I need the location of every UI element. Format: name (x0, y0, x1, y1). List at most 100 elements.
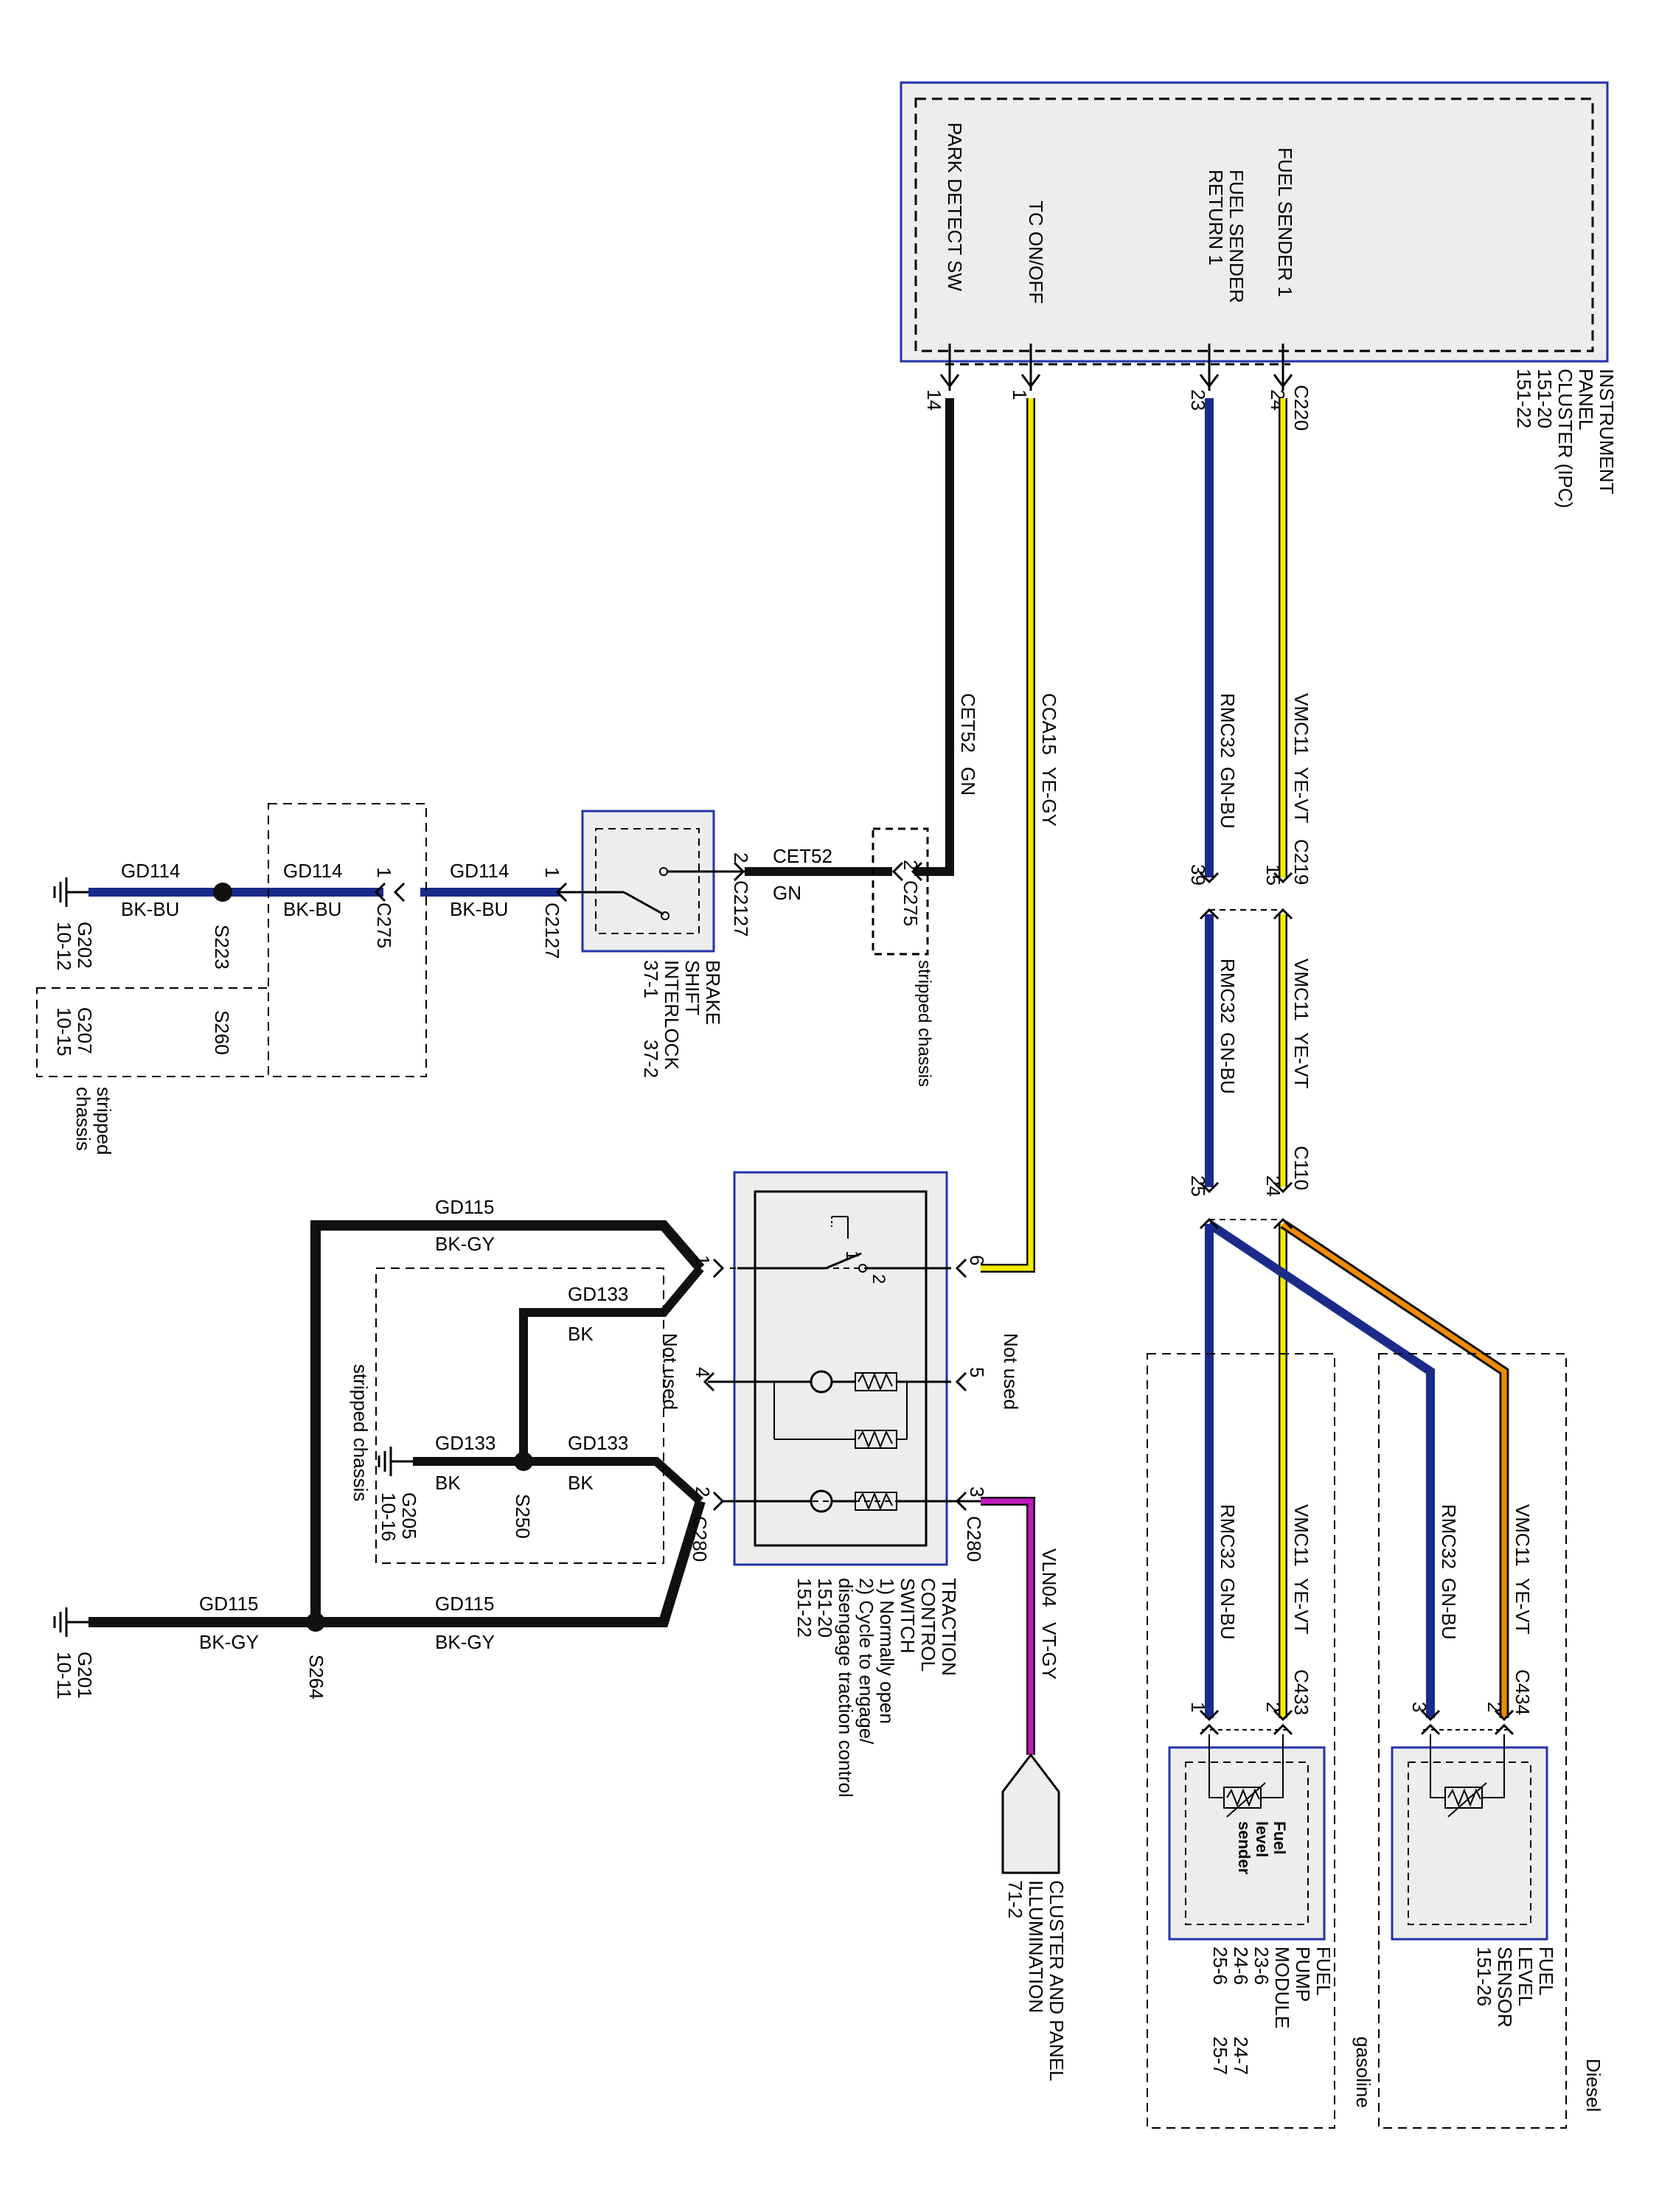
traction-control-switch: 1 2 6 5 Not used 3 (659, 1171, 1022, 1798)
svg-text:25-6: 25-6 (1209, 1947, 1231, 1985)
svg-text:1: 1 (373, 867, 395, 877)
svg-text:151-20: 151-20 (814, 1578, 836, 1638)
svg-text:TRACTION: TRACTION (938, 1578, 960, 1676)
svg-text:C434: C434 (1512, 1669, 1534, 1715)
gd115-circuit-2: GD115 (435, 1593, 494, 1615)
svg-text:YE-VT: YE-VT (1512, 1578, 1534, 1635)
wire-vln04 (981, 1497, 1035, 1755)
gd133-circuit-2: GD133 (568, 1432, 628, 1454)
svg-text:LEVEL: LEVEL (1514, 1947, 1537, 2006)
tcs-not-used-5: Not used (1000, 1333, 1022, 1410)
svg-text:10-16: 10-16 (378, 1492, 400, 1542)
svg-text:3: 3 (966, 1486, 988, 1497)
svg-text:VLN04: VLN04 (1038, 1548, 1060, 1607)
svg-text:YE-GY: YE-GY (1038, 767, 1060, 827)
ipc-pin-1: 1 (1009, 389, 1031, 400)
s260-zone (36, 987, 269, 1077)
brake-shift-interlock: 2 C2127 1 C2127 BRAKE SHIFT INTERLOCK 37… (541, 810, 752, 1078)
svg-text:151-26: 151-26 (1473, 1947, 1495, 2006)
svg-text:RMC32: RMC32 (1217, 693, 1239, 758)
c275-note: stripped chassis (914, 960, 934, 1087)
svg-text:BRAKE: BRAKE (702, 960, 724, 1025)
svg-text:C2127: C2127 (541, 902, 563, 959)
svg-text:stripped chassis: stripped chassis (349, 1364, 372, 1501)
svg-text:15: 15 (1262, 864, 1284, 886)
gd133-color-2: BK (568, 1472, 594, 1494)
gd133-color-3: BK (435, 1472, 461, 1494)
ground-g201: G201 10-11 (53, 1607, 96, 1700)
svg-text:C280: C280 (689, 1516, 711, 1562)
s223-label: S223 (211, 925, 233, 970)
svg-text:2: 2 (692, 1486, 714, 1497)
ipc-module: FUEL SENDER 1 FUEL SENDER RETURN 1 TC ON… (900, 81, 1618, 508)
svg-text:2: 2 (1484, 1702, 1506, 1712)
cet52-circuit-h: CET52 (773, 845, 832, 867)
ipc-pin-label-tc-on-off: TC ON/OFF (1025, 201, 1047, 304)
svg-text:SENSOR: SENSOR (1494, 1947, 1516, 2028)
svg-text:G207: G207 (74, 1007, 96, 1054)
svg-text:C433: C433 (1290, 1669, 1312, 1715)
s264-label: S264 (305, 1655, 327, 1700)
svg-text:chassis: chassis (72, 1087, 94, 1151)
svg-text:Diesel: Diesel (1582, 2059, 1604, 2112)
ipc-box (900, 81, 1609, 363)
s250-zone (375, 1267, 664, 1564)
svg-text:INTERLOCK: INTERLOCK (661, 960, 683, 1070)
svg-text:RMC32: RMC32 (1438, 1504, 1460, 1569)
svg-text:25: 25 (1187, 1175, 1209, 1197)
svg-text:24-7: 24-7 (1230, 2037, 1252, 2075)
svg-text:C275: C275 (900, 880, 922, 926)
gd133-circuit-3: GD133 (435, 1432, 495, 1454)
svg-text:gasoline: gasoline (1352, 2037, 1374, 2108)
gd115-circuit-1: GD115 (435, 1196, 494, 1218)
ipc-pin-label-fuel-sender-return-b: RETURN 1 (1205, 170, 1227, 265)
fuel-level-sensor: C434 2 3 FUEL LEVEL SENSOR 151-26 Diesel (1378, 1353, 1604, 2129)
connector-c275-b: 1 C275 (268, 803, 427, 1077)
svg-text:MODULE: MODULE (1271, 1947, 1293, 2028)
s250-label: S250 (512, 1494, 534, 1539)
svg-text:CLUSTER (IPC): CLUSTER (IPC) (1554, 369, 1576, 508)
svg-text:C2127: C2127 (730, 880, 752, 937)
gd115-color-1: BK-GY (435, 1233, 495, 1255)
ipc-pin-label-park-detect: PARK DETECT SW (944, 122, 966, 291)
svg-text:37-2: 37-2 (640, 1040, 662, 1078)
ground-g207: G207 10-15 stripped chassis (53, 1007, 115, 1155)
svg-text:GN-BU: GN-BU (1217, 1578, 1239, 1640)
svg-text:GN-BU: GN-BU (1217, 1032, 1239, 1094)
svg-text:VMC11: VMC11 (1290, 959, 1312, 1021)
gd114-color-3: BK-BU (121, 898, 179, 920)
svg-text:1: 1 (1187, 1702, 1209, 1712)
connector-c275: 2 C275 stripped chassis (872, 827, 934, 1087)
svg-text:39: 39 (1187, 864, 1209, 886)
ipc-pin-label-fuel-sender-return-a: FUEL SENDER (1225, 170, 1248, 303)
splice-s250 (514, 1452, 533, 1471)
svg-text:24: 24 (1262, 1175, 1284, 1197)
svg-text:3: 3 (1408, 1702, 1430, 1712)
svg-text:VMC11: VMC11 (1512, 1504, 1534, 1567)
svg-text:YE-VT: YE-VT (1290, 1032, 1312, 1089)
svg-text:1: 1 (842, 1251, 862, 1260)
wire-vmc11-diesel (1280, 1220, 1509, 1718)
svg-text:1: 1 (692, 1255, 714, 1265)
svg-text:G202: G202 (74, 922, 96, 969)
svg-text:2: 2 (869, 1274, 888, 1284)
splice-s264 (306, 1613, 325, 1632)
gd114-color-1: BK-BU (450, 898, 508, 920)
svg-text:level: level (1253, 1821, 1271, 1857)
svg-text:2: 2 (900, 860, 922, 870)
gd115-circuit-3: GD115 (199, 1593, 258, 1615)
gd114-circuit-1: GD114 (450, 860, 509, 882)
svg-text:GN-BU: GN-BU (1217, 767, 1239, 829)
svg-text:37-1: 37-1 (640, 960, 662, 998)
svg-text:disengage traction control: disengage traction control (835, 1578, 857, 1798)
svg-text:G205: G205 (398, 1492, 420, 1540)
wire-cca15 (981, 398, 1035, 1273)
wire-cet52 (745, 398, 954, 876)
svg-text:10-12: 10-12 (53, 922, 75, 971)
svg-text:VMC11: VMC11 (1290, 693, 1312, 756)
svg-text:151-22: 151-22 (793, 1578, 815, 1638)
svg-text:24-6: 24-6 (1230, 1947, 1252, 1985)
wire-rmc32-main (1205, 398, 1435, 1718)
svg-text:VMC11: VMC11 (1290, 1504, 1312, 1567)
connector-c219: C219 15 39 (1187, 839, 1312, 920)
